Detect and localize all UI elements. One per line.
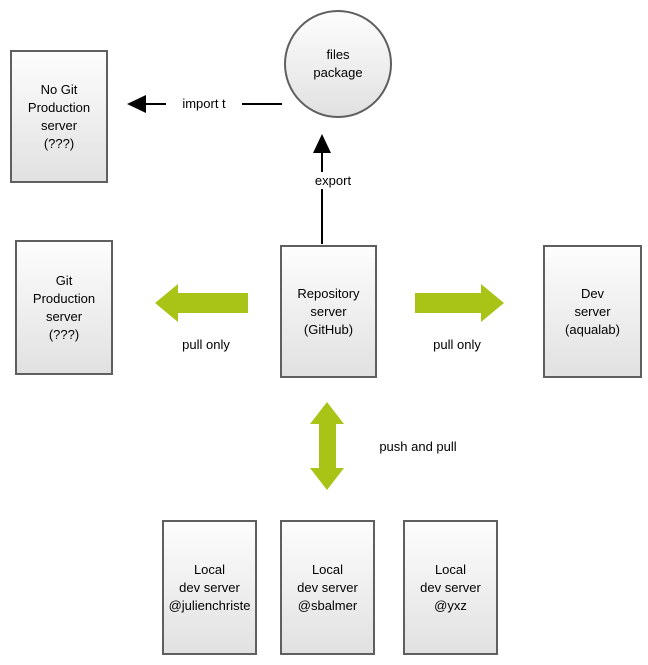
export-arrow-label: export [303, 172, 363, 189]
node-files-package: files package [284, 10, 392, 118]
pull-only-left-label: pull only [172, 336, 240, 353]
node-git-production-server: Git Production server (???) [15, 240, 113, 375]
node-dev-server: Dev server (aqualab) [543, 245, 642, 378]
pull-only-right-arrowhead-icon [481, 284, 504, 322]
node-no-git-production-server: No Git Production server (???) [10, 50, 108, 183]
pull-only-left-arrow-shaft [178, 293, 248, 313]
push-pull-up-arrowhead-icon [310, 402, 344, 424]
node-repository-server-label: Repository server (GitHub) [297, 285, 360, 337]
pull-only-right-label: pull only [423, 336, 491, 353]
node-dev-server-label: Dev server (aqualab) [565, 285, 620, 337]
pull-only-left-arrowhead-icon [155, 284, 178, 322]
pull-only-right-arrow-shaft [415, 293, 481, 313]
node-git-production-server-label: Git Production server (???) [32, 272, 96, 342]
import-arrowhead-icon [127, 95, 146, 113]
export-arrowhead-icon [313, 134, 331, 153]
node-repository-server: Repository server (GitHub) [280, 245, 377, 378]
node-no-git-production-server-label: No Git Production server (???) [27, 81, 91, 151]
push-pull-arrow-shaft [319, 423, 336, 469]
push-and-pull-label: push and pull [374, 438, 462, 455]
node-local-dev-server-sbalmer-label: Local dev server @sbalmer [297, 561, 358, 613]
node-local-dev-server-julienchriste-label: Local dev server @julienchriste [168, 561, 251, 613]
node-local-dev-server-julienchriste: Local dev server @julienchriste [162, 520, 257, 655]
node-local-dev-server-sbalmer: Local dev server @sbalmer [280, 520, 375, 655]
node-files-package-label: files package [313, 47, 363, 80]
push-pull-down-arrowhead-icon [310, 468, 344, 490]
node-local-dev-server-yxz: Local dev server @yxz [403, 520, 498, 655]
node-local-dev-server-yxz-label: Local dev server @yxz [420, 561, 481, 613]
export-arrow-line [321, 152, 323, 244]
import-arrow-label: import t [166, 95, 242, 112]
